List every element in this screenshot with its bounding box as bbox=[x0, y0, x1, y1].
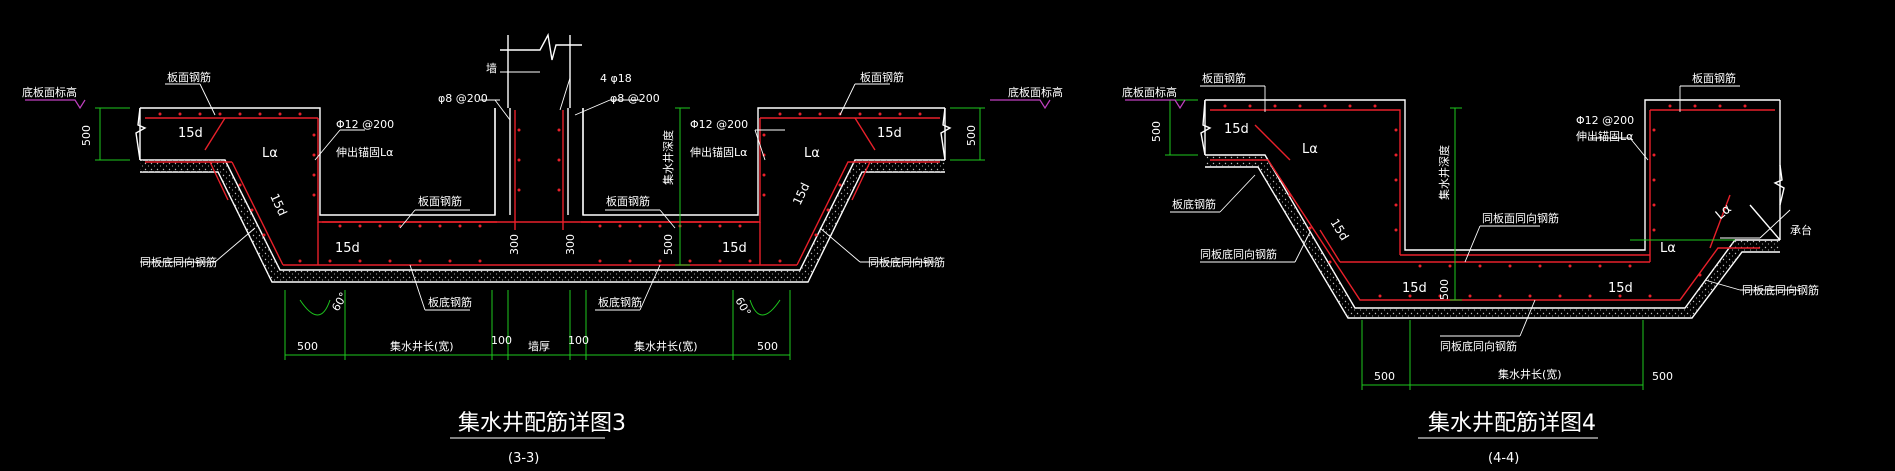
d3-dim-4: 墙厚 bbox=[528, 339, 550, 353]
d3-bottom-bar-mid-left: 板底钢筋 bbox=[428, 295, 472, 309]
d3-dim-500-mid: 500 bbox=[662, 234, 675, 255]
drawing-4-hatch bbox=[1205, 155, 1780, 318]
d4-pit-depth: 集水井深度 bbox=[1437, 145, 1451, 200]
d3-wall-label: 墙 bbox=[486, 61, 497, 75]
d3-rebar-right-note: 伸出锚固Lα bbox=[690, 145, 747, 159]
d3-top-bar-mid-left: 板面钢筋 bbox=[418, 194, 462, 208]
d3-floor-level-left: 底板面标高 bbox=[22, 85, 77, 99]
d3-dim-7: 500 bbox=[757, 340, 778, 353]
d3-rebar-right: Φ12 @200 bbox=[690, 118, 748, 131]
d4-floor-level: 底板面标高 bbox=[1122, 85, 1177, 99]
d4-15d-tl: 15d bbox=[1224, 122, 1249, 137]
d4-dim-500-mid: 500 bbox=[1438, 279, 1451, 300]
d4-mid-rebar: 同板面同向钢筋 bbox=[1482, 211, 1559, 225]
d3-bottom-rebar-right: 同板底同向钢筋 bbox=[868, 255, 945, 269]
drawing-4: 底板面标高 板面钢筋 板面钢筋 500 15d Lα Φ12 @200 伸出锚固… bbox=[1122, 71, 1819, 466]
drawing-3-dimensions bbox=[95, 107, 985, 360]
d3-rebar-left: Φ12 @200 bbox=[336, 118, 394, 131]
d4-bottom-bar-left: 板底钢筋 bbox=[1172, 197, 1216, 211]
d3-wall-rebar: 4 φ18 bbox=[600, 72, 632, 85]
drawing-4-level-markers bbox=[1125, 99, 1186, 110]
d3-dim-6: 集水井长(宽) bbox=[634, 339, 698, 353]
d3-stirrup-left: φ8 @200 bbox=[438, 92, 488, 105]
d4-la-right: Lα bbox=[1660, 241, 1676, 256]
d3-dim-300-a: 300 bbox=[508, 234, 521, 255]
d3-rebar-left-note: 伸出锚固Lα bbox=[336, 145, 393, 159]
drawing-4-leaders bbox=[1170, 85, 1800, 337]
d3-stirrup-right: φ8 @200 bbox=[610, 92, 660, 105]
d4-15d-br: 15d bbox=[1608, 281, 1633, 296]
d4-top-rebar-left: 板面钢筋 bbox=[1202, 71, 1246, 85]
d3-pit-depth: 集水井深度 bbox=[661, 130, 675, 185]
d3-dim-500-right: 500 bbox=[965, 125, 978, 146]
drawing-3-rebar-dots bbox=[158, 112, 922, 263]
d4-title: 集水井配筋详图4 bbox=[1428, 411, 1596, 436]
d4-bottom-rebar-right: 同板底同向钢筋 bbox=[1742, 283, 1819, 297]
drawing-3: 底板面标高 底板面标高 板面钢筋 板面钢筋 墙 4 φ18 φ8 @200 φ8… bbox=[22, 32, 1063, 466]
d4-bottom-rebar-left: 同板底同向钢筋 bbox=[1200, 247, 1277, 261]
d3-bottom-rebar-left: 同板底同向钢筋 bbox=[140, 255, 217, 269]
d3-dim-5: 100 bbox=[568, 334, 589, 347]
drawing-4-dimensions bbox=[1165, 99, 1735, 390]
drawing-4-rebar bbox=[1210, 109, 1775, 301]
d3-15d-bl: 15d bbox=[335, 241, 360, 256]
d3-top-rebar-right: 板面钢筋 bbox=[860, 70, 904, 84]
d3-top-rebar-left: 板面钢筋 bbox=[167, 70, 211, 84]
d3-la-right: Lα bbox=[804, 146, 820, 161]
d4-15d-bl: 15d bbox=[1402, 281, 1427, 296]
d4-pile-cap: 承台 bbox=[1790, 223, 1812, 237]
d3-dim-500-left: 500 bbox=[80, 125, 93, 146]
d4-dim-3: 500 bbox=[1652, 370, 1673, 383]
d3-dim-300-b: 300 bbox=[564, 234, 577, 255]
d3-floor-level-right: 底板面标高 bbox=[1008, 85, 1063, 99]
d3-15d-br: 15d bbox=[722, 241, 747, 256]
d3-bottom-bar-mid-right: 板底钢筋 bbox=[598, 295, 642, 309]
drawing-3-texts: 底板面标高 底板面标高 板面钢筋 板面钢筋 墙 4 φ18 φ8 @200 φ8… bbox=[22, 61, 1063, 466]
d3-dim-1: 500 bbox=[297, 340, 318, 353]
d3-15d-tl: 15d bbox=[178, 126, 203, 141]
d4-bottom-rebar-mid: 同板底同向钢筋 bbox=[1440, 339, 1517, 353]
d4-rebar: Φ12 @200 bbox=[1576, 114, 1634, 127]
drawing-3-hatch bbox=[140, 160, 945, 282]
d3-dim-2: 集水井长(宽) bbox=[390, 339, 454, 353]
d3-la-left: Lα bbox=[262, 146, 278, 161]
d4-dim-2: 集水井长(宽) bbox=[1498, 367, 1562, 381]
d4-top-rebar-right: 板面钢筋 bbox=[1692, 71, 1736, 85]
drawing-3-level-markers bbox=[25, 99, 1051, 110]
d3-title: 集水井配筋详图3 bbox=[458, 411, 626, 436]
d3-15d-tr: 15d bbox=[877, 126, 902, 141]
drawing-3-rebar bbox=[145, 110, 940, 266]
d4-rebar-note: 伸出锚固Lα bbox=[1576, 129, 1633, 143]
drawing-4-texts: 底板面标高 板面钢筋 板面钢筋 500 15d Lα Φ12 @200 伸出锚固… bbox=[1122, 71, 1819, 466]
drawing-4-rebar-dots bbox=[1223, 104, 1747, 298]
d4-subtitle: (4-4) bbox=[1488, 451, 1519, 466]
drawing-3-leaders bbox=[140, 71, 935, 311]
d3-top-bar-mid-right: 板面钢筋 bbox=[606, 194, 650, 208]
d4-la-left: Lα bbox=[1302, 142, 1318, 157]
d3-dim-3: 100 bbox=[491, 334, 512, 347]
d3-subtitle: (3-3) bbox=[508, 451, 539, 466]
d4-dim-500: 500 bbox=[1150, 121, 1163, 142]
d4-dim-1: 500 bbox=[1374, 370, 1395, 383]
